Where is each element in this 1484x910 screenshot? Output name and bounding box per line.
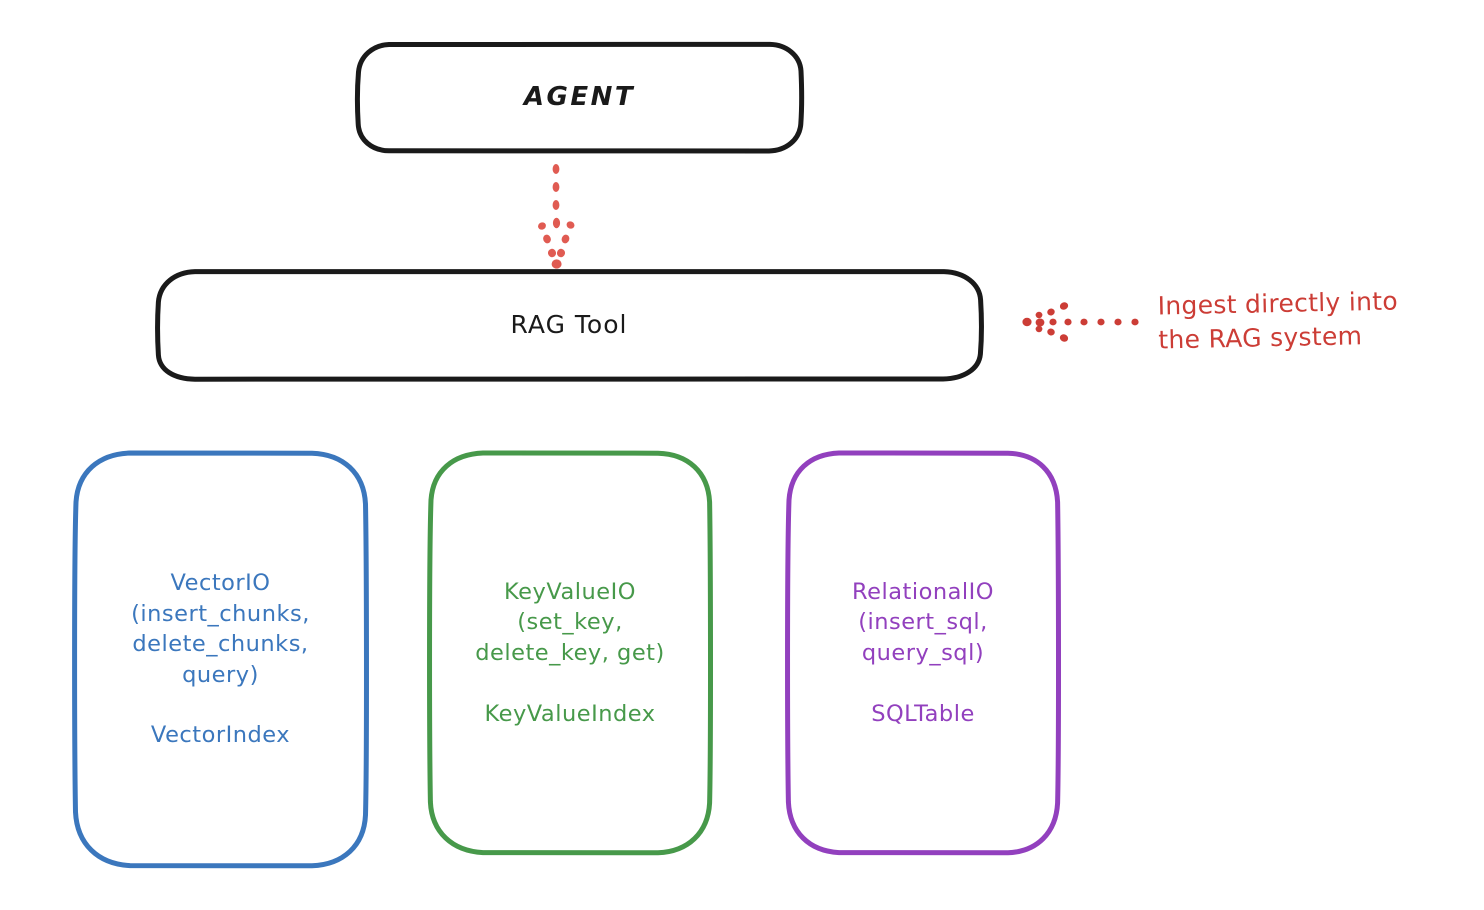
node-key-value-io[interactable]: KeyValueIO (set_key, delete_key, get) Ke… — [427, 450, 714, 856]
annotation-ingest: Ingest directly into the RAG system — [1022, 278, 1474, 364]
connector-ingest-arrow-icon — [1022, 302, 1139, 342]
node-relational-io[interactable]: RelationalIO (insert_sql, query_sql) SQL… — [785, 450, 1062, 856]
node-agent[interactable]: AGENT — [354, 41, 805, 154]
connector-agent-to-rag-tool — [538, 164, 575, 269]
node-relational-io-label: RelationalIO (insert_sql, query_sql) SQL… — [852, 579, 994, 727]
node-key-value-io-label: KeyValueIO (set_key, delete_key, get) Ke… — [475, 579, 665, 727]
annotation-ingest-text: Ingest directly into the RAG system — [1157, 286, 1399, 355]
node-agent-label: AGENT — [523, 81, 636, 112]
node-vector-io-label: VectorIO (insert_chunks, delete_chunks, … — [131, 570, 310, 749]
node-rag-tool[interactable]: RAG Tool — [155, 269, 984, 382]
node-vector-io[interactable]: VectorIO (insert_chunks, delete_chunks, … — [72, 450, 369, 869]
node-rag-tool-label: RAG Tool — [510, 310, 628, 339]
